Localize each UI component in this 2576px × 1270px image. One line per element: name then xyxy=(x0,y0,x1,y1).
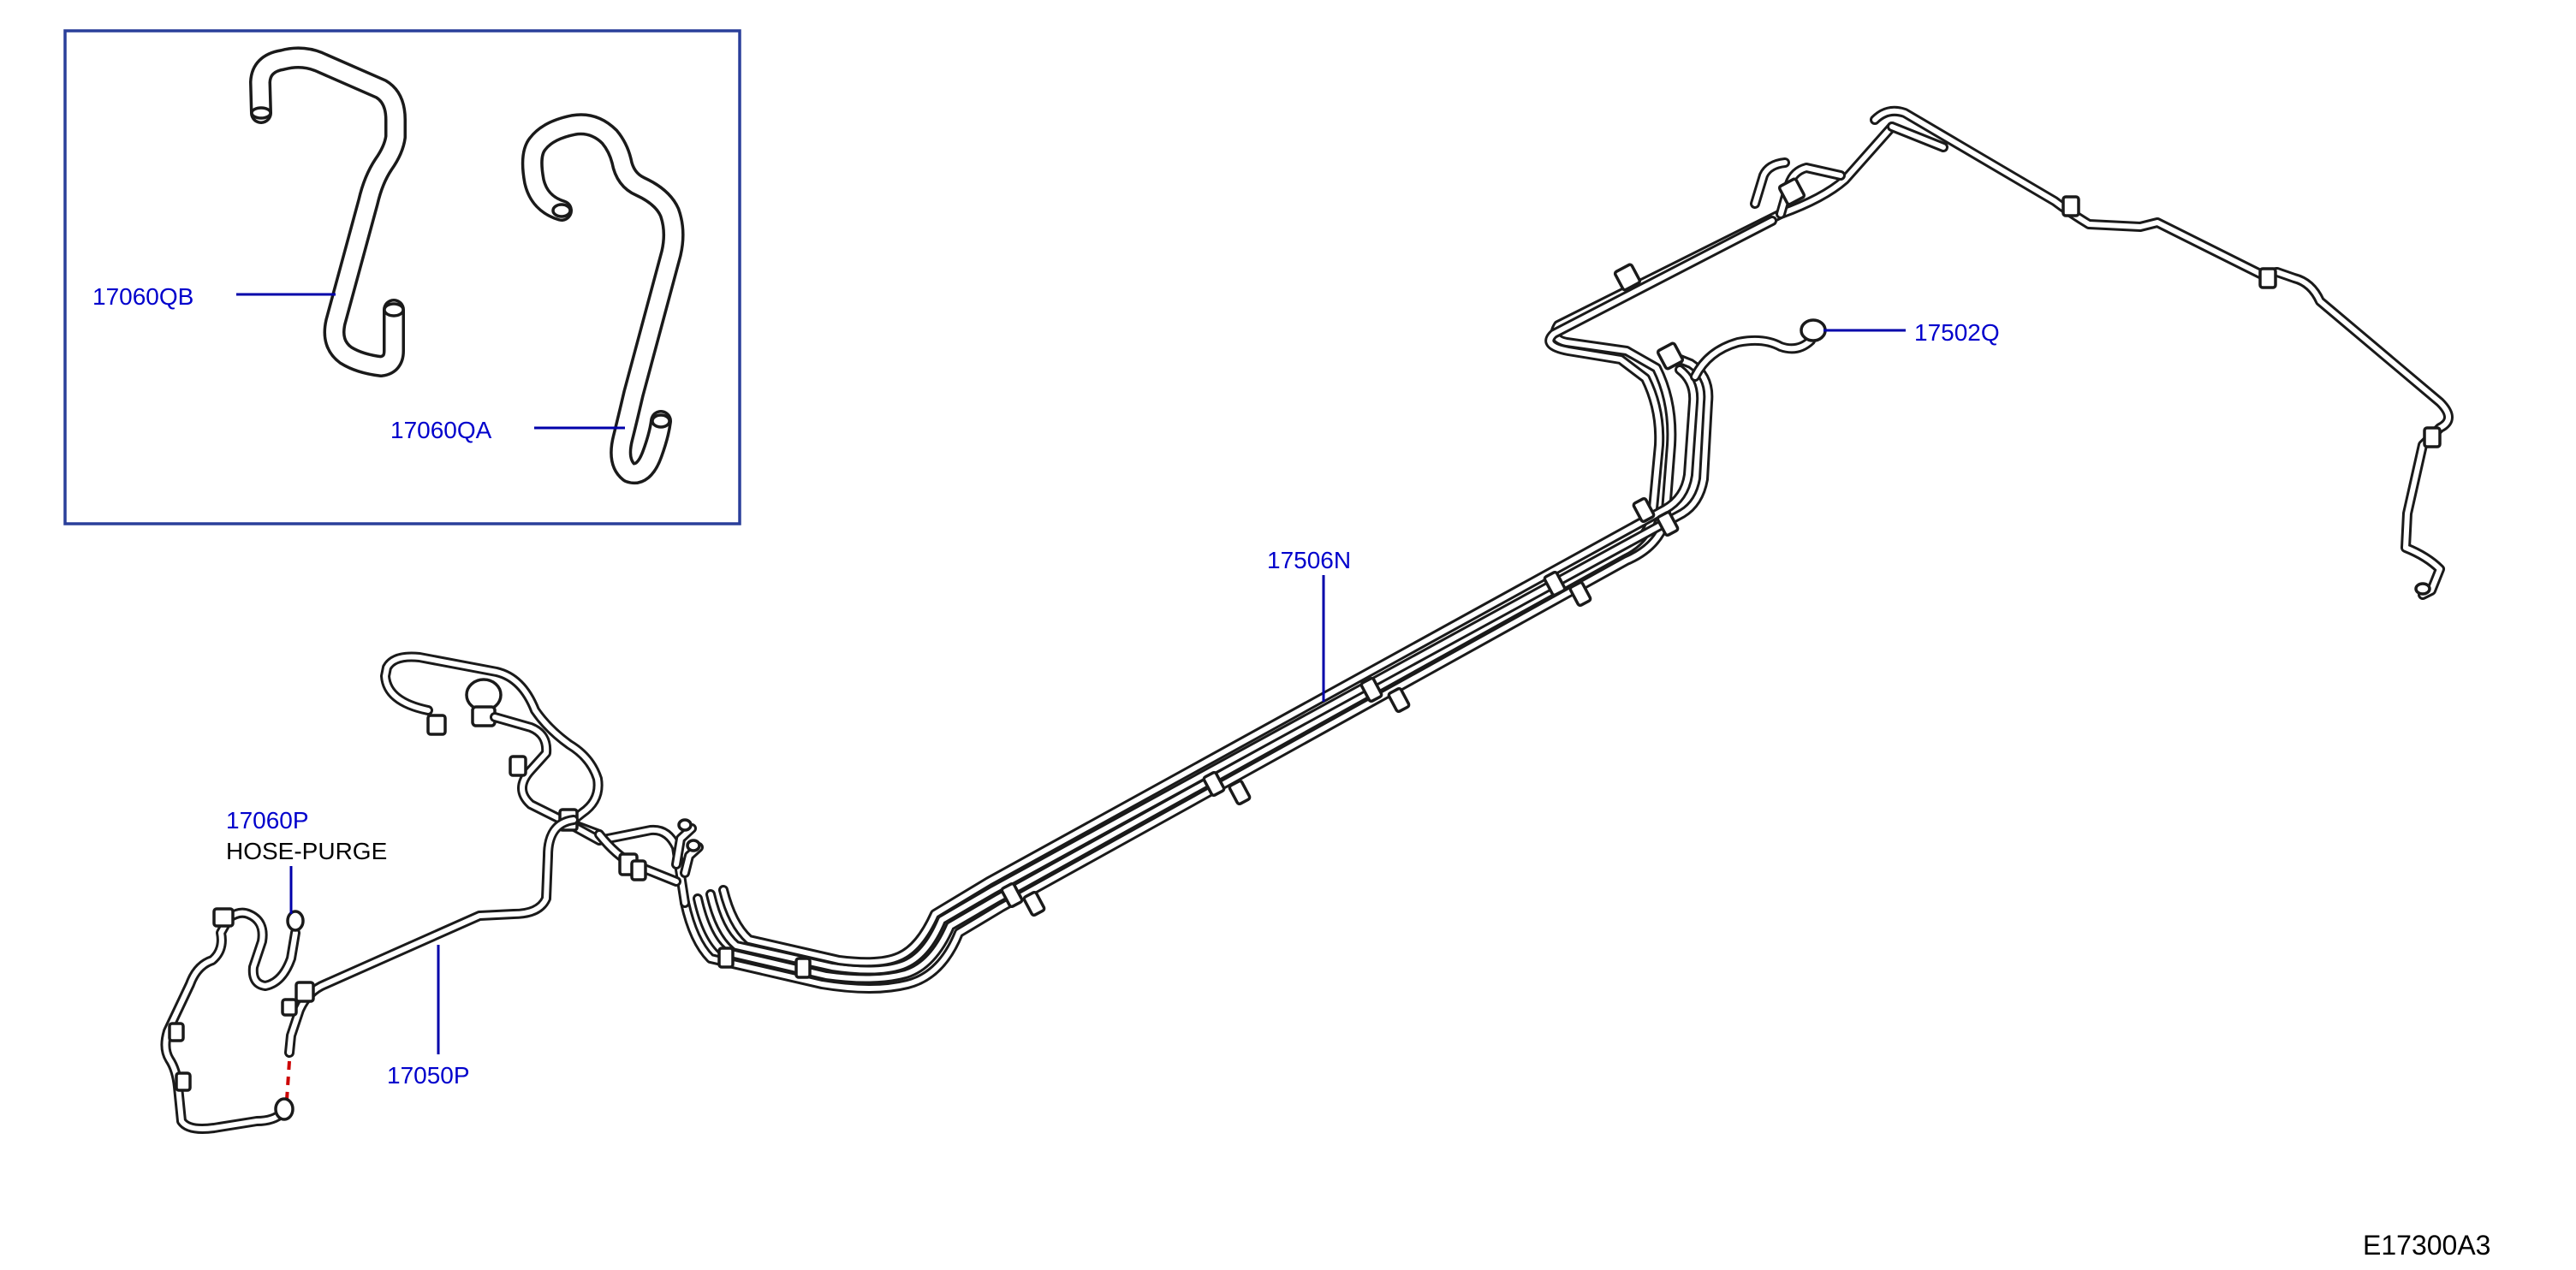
callout-17060qa: 17060QA xyxy=(390,417,492,443)
callout-17502q: 17502Q xyxy=(1914,319,2000,346)
inset-border xyxy=(63,29,741,525)
callout-17060qb: 17060QB xyxy=(92,283,193,310)
hose-17060qa-drawing xyxy=(521,113,685,484)
bundle-clips xyxy=(717,177,2442,979)
callout-17050p: 17050P xyxy=(387,1062,470,1089)
inset-panel xyxy=(63,29,741,525)
left-assembly-drawing xyxy=(160,651,704,1134)
callout-17060p: 17060P xyxy=(226,807,309,834)
callout-17060p-description: HOSE-PURGE xyxy=(226,838,387,864)
hose-17060qb-drawing xyxy=(249,46,407,377)
connector-17502q xyxy=(1800,318,1827,342)
drawing-code: E17300A3 xyxy=(2363,1230,2490,1261)
leader-lines xyxy=(236,293,1906,1054)
callout-labels: 17060QB 17060QA 17502Q 17506N 17060P HOS… xyxy=(92,283,2490,1261)
tube-bundle-17506n-drawing xyxy=(680,105,2454,994)
callout-17506n: 17506N xyxy=(1267,547,1351,573)
